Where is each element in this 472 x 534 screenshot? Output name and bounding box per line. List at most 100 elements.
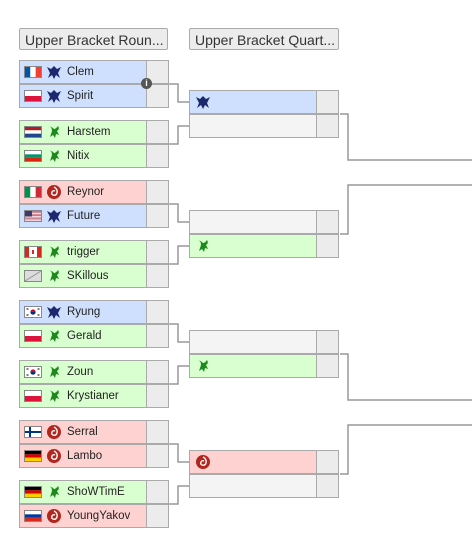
player-slot[interactable]: trigger <box>19 240 147 264</box>
player-name: Spirit <box>67 90 94 102</box>
quarterfinal-slot[interactable] <box>189 90 317 114</box>
protoss-icon <box>195 238 211 254</box>
terran-icon <box>46 304 62 320</box>
flag-fr-icon <box>24 66 42 78</box>
protoss-icon <box>46 328 62 344</box>
player-name: Future <box>67 210 101 222</box>
bracket-connector <box>168 323 189 343</box>
bracket-connector <box>168 203 189 223</box>
player-slot[interactable]: Reynor <box>19 180 147 204</box>
score-box <box>146 240 169 264</box>
score-box <box>316 474 339 498</box>
protoss-icon <box>46 244 62 260</box>
player-name: Reynor <box>67 186 105 198</box>
player-slot[interactable]: Harstem <box>19 120 147 144</box>
player-slot[interactable]: Krystianer <box>19 384 147 408</box>
protoss-icon <box>46 124 62 140</box>
score-box <box>146 120 169 144</box>
score-box <box>146 360 169 384</box>
bracket-connector <box>340 184 472 235</box>
player-slot[interactable]: Spirit <box>19 84 147 108</box>
score-box <box>146 444 169 468</box>
player-slot[interactable]: ShoWTimE <box>19 480 147 504</box>
bracket-connector <box>340 424 472 475</box>
score-box <box>316 450 339 474</box>
zerg-icon <box>46 508 62 524</box>
header-quarterfinals[interactable]: Upper Bracket Quart... <box>189 28 339 50</box>
protoss-icon <box>46 268 62 284</box>
flag-kr-icon <box>24 366 42 378</box>
quarterfinal-slot[interactable] <box>189 114 317 138</box>
player-slot[interactable]: YoungYakov <box>19 504 147 528</box>
player-slot[interactable]: SKillous <box>19 264 147 288</box>
player-slot[interactable]: Gerald <box>19 324 147 348</box>
score-box <box>146 420 169 444</box>
flag-pl-icon <box>24 90 42 102</box>
quarterfinal-slot[interactable] <box>189 450 317 474</box>
flag-de-icon <box>24 450 42 462</box>
player-name: Zoun <box>67 366 94 378</box>
score-box <box>146 204 169 228</box>
bracket-connector <box>168 365 189 385</box>
flag-ru-icon <box>24 510 42 522</box>
flag-kr-icon <box>24 306 42 318</box>
bracket-connector <box>168 83 189 103</box>
player-name: Harstem <box>67 126 111 138</box>
header-round-of-16[interactable]: Upper Bracket Roun... <box>19 28 168 50</box>
protoss-icon <box>46 148 62 164</box>
player-name: SKillous <box>67 270 109 282</box>
player-slot[interactable]: Lambo <box>19 444 147 468</box>
player-name: Serral <box>67 426 98 438</box>
terran-icon <box>195 94 211 110</box>
score-box <box>316 234 339 258</box>
score-box <box>146 384 169 408</box>
zerg-icon <box>195 454 211 470</box>
bracket-connector <box>168 125 189 145</box>
player-name: Gerald <box>67 330 102 342</box>
score-box <box>146 324 169 348</box>
player-name: Lambo <box>67 450 103 462</box>
player-name: Clem <box>67 66 94 78</box>
score-box <box>316 330 339 354</box>
flag-pl-icon <box>24 390 42 402</box>
protoss-icon <box>46 364 62 380</box>
flag-us-icon <box>24 210 42 222</box>
score-box <box>316 210 339 234</box>
player-slot[interactable]: Zoun <box>19 360 147 384</box>
bracket-connector <box>168 443 189 463</box>
player-name: Ryung <box>67 306 101 318</box>
flag-nl-icon <box>24 126 42 138</box>
quarterfinal-slot[interactable] <box>189 474 317 498</box>
protoss-icon <box>46 484 62 500</box>
score-box <box>146 84 169 108</box>
zerg-icon <box>46 424 62 440</box>
score-box <box>146 300 169 324</box>
player-name: Nitix <box>67 150 90 162</box>
player-slot[interactable]: Ryung <box>19 300 147 324</box>
protoss-icon <box>46 388 62 404</box>
player-slot[interactable]: Future <box>19 204 147 228</box>
info-icon[interactable]: i <box>141 78 152 89</box>
quarterfinal-slot[interactable] <box>189 234 317 258</box>
bracket-connector <box>340 353 472 401</box>
flag-pl-icon <box>24 330 42 342</box>
score-box <box>316 90 339 114</box>
score-box <box>146 504 169 528</box>
quarterfinal-slot[interactable] <box>189 330 317 354</box>
player-slot[interactable]: Serral <box>19 420 147 444</box>
bracket-connector <box>168 485 189 505</box>
quarterfinal-slot[interactable] <box>189 354 317 378</box>
player-slot[interactable]: Nitix <box>19 144 147 168</box>
terran-icon <box>46 64 62 80</box>
bracket-connector <box>168 245 189 265</box>
player-name: Krystianer <box>67 390 119 402</box>
player-slot[interactable]: Clem <box>19 60 147 84</box>
flag-ca-icon <box>24 246 42 258</box>
player-name: ShoWTimE <box>67 486 125 498</box>
flag-fi-icon <box>24 426 42 438</box>
score-box <box>146 480 169 504</box>
terran-icon <box>46 88 62 104</box>
flag-it-icon <box>24 186 42 198</box>
quarterfinal-slot[interactable] <box>189 210 317 234</box>
